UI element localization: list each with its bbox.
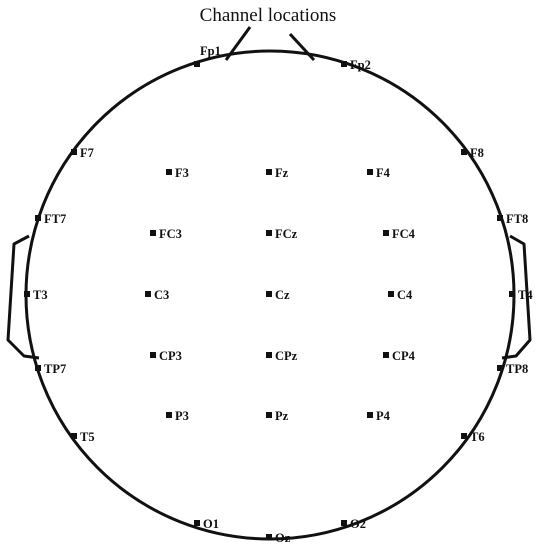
channel-marker [509, 291, 515, 297]
channel-marker [266, 230, 272, 236]
channel-label: TP7 [44, 362, 66, 376]
channel-label: T3 [33, 288, 48, 302]
channel-marker [194, 520, 200, 526]
channel-label: Fz [275, 166, 289, 180]
channel-fcz: FCz [266, 227, 298, 241]
channel-marker [497, 365, 503, 371]
channel-marker [145, 291, 151, 297]
channel-t3: T3 [24, 288, 48, 302]
channel-p3: P3 [166, 409, 189, 423]
channel-label: F8 [470, 146, 484, 160]
channel-marker [35, 215, 41, 221]
channel-label: P3 [175, 409, 189, 423]
channel-marker [71, 433, 77, 439]
channel-cp4: CP4 [383, 349, 416, 363]
channel-label: FT8 [506, 212, 528, 226]
channel-label: Oz [275, 531, 291, 545]
channel-label: O2 [350, 517, 366, 531]
channel-fc4: FC4 [383, 227, 416, 241]
channel-label: C4 [397, 288, 413, 302]
channel-cp3: CP3 [150, 349, 182, 363]
channel-marker [461, 149, 467, 155]
channel-label: C3 [154, 288, 169, 302]
channel-marker [266, 412, 272, 418]
channel-label: FC3 [159, 227, 182, 241]
channel-label: O1 [203, 517, 219, 531]
channel-marker [367, 169, 373, 175]
channel-marker [383, 352, 389, 358]
channel-marker [383, 230, 389, 236]
channel-c3: C3 [145, 288, 169, 302]
channel-label: Cz [275, 288, 290, 302]
channel-ft7: FT7 [35, 212, 66, 226]
channel-label: T4 [518, 288, 533, 302]
channel-tp8: TP8 [497, 362, 528, 376]
channel-marker [266, 169, 272, 175]
channel-marker [166, 412, 172, 418]
channel-label: Fp2 [350, 58, 371, 72]
channel-label: FCz [275, 227, 298, 241]
channel-label: P4 [376, 409, 391, 423]
channel-marker [150, 352, 156, 358]
nose-left [224, 26, 252, 61]
right-ear [501, 234, 532, 360]
channel-t5: T5 [71, 430, 95, 444]
channel-label: F3 [175, 166, 189, 180]
channel-t6: T6 [461, 430, 485, 444]
channel-label: FT7 [44, 212, 66, 226]
channel-fz: Fz [266, 166, 289, 180]
head-outline [6, 26, 532, 541]
channel-marker [71, 149, 77, 155]
channel-marker [341, 520, 347, 526]
channel-c4: C4 [388, 288, 413, 302]
channel-label: CPz [275, 349, 298, 363]
channel-marker [266, 352, 272, 358]
channel-f4: F4 [367, 166, 391, 180]
channel-fp1: Fp1 [194, 44, 221, 67]
channel-fc3: FC3 [150, 227, 182, 241]
channel-label: T6 [470, 430, 485, 444]
channel-tp7: TP7 [35, 362, 66, 376]
channel-marker [341, 61, 347, 67]
channel-f3: F3 [166, 166, 189, 180]
channel-marker [266, 534, 272, 540]
channel-marker [194, 61, 200, 67]
channel-cpz: CPz [266, 349, 298, 363]
channel-marker [166, 169, 172, 175]
diagram-title: Channel locations [200, 5, 337, 26]
channel-o2: O2 [341, 517, 366, 531]
channel-marker [497, 215, 503, 221]
channel-oz: Oz [266, 531, 291, 545]
channel-fp2: Fp2 [341, 58, 371, 72]
channel-label: Pz [275, 409, 289, 423]
channel-label: T5 [80, 430, 95, 444]
channel-marker [150, 230, 156, 236]
channel-marker [24, 291, 30, 297]
channel-t4: T4 [509, 288, 533, 302]
channel-label: TP8 [506, 362, 528, 376]
channel-ft8: FT8 [497, 212, 528, 226]
channel-pz: Pz [266, 409, 289, 423]
channel-marker [35, 365, 41, 371]
channel-cz: Cz [266, 288, 290, 302]
channel-marker [461, 433, 467, 439]
channel-marker [388, 291, 394, 297]
channel-p4: P4 [367, 409, 391, 423]
channel-marker [266, 291, 272, 297]
channel-f7: F7 [71, 146, 94, 160]
channel-label: CP4 [392, 349, 416, 363]
channel-label: CP3 [159, 349, 182, 363]
channel-f8: F8 [461, 146, 484, 160]
channel-marker [367, 412, 373, 418]
channel-label: FC4 [392, 227, 416, 241]
channel-label: Fp1 [200, 44, 221, 58]
left-ear [6, 234, 40, 360]
channel-o1: O1 [194, 517, 219, 531]
channel-label: F4 [376, 166, 391, 180]
channel-label: F7 [80, 146, 94, 160]
nose-right [288, 32, 316, 62]
